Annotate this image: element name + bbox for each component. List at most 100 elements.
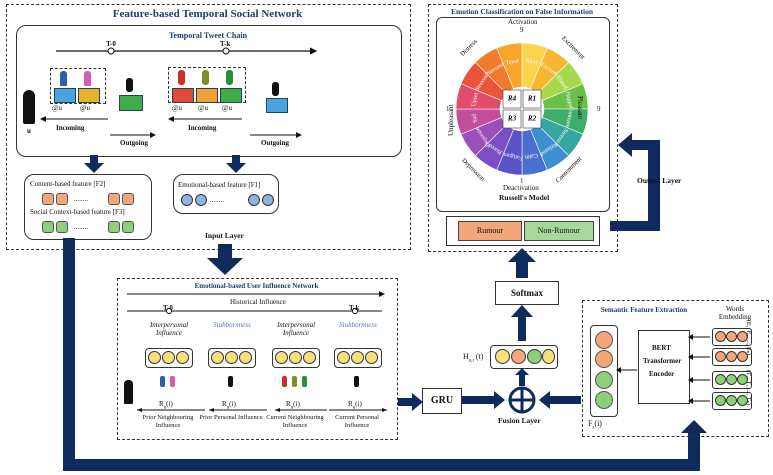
r-label: Ru(i) <box>286 400 300 411</box>
embedding-node <box>726 331 737 342</box>
quadrant-outer-label: Distress <box>459 38 479 58</box>
content-dots: ........ <box>74 195 88 203</box>
envelope-red-icon <box>172 88 194 103</box>
stubbornness-label: Stubbornness <box>213 321 251 329</box>
embedding-node <box>726 395 737 406</box>
user-u-label: u <box>27 127 31 135</box>
tweet-chain-diagram <box>56 47 318 55</box>
influence-node <box>225 351 238 364</box>
person-icon <box>170 376 175 387</box>
at-u-right-1: @u <box>172 104 182 112</box>
user-large-icon <box>23 90 35 124</box>
hui-node-1 <box>495 349 510 364</box>
embedding-node <box>726 374 737 385</box>
user-small-icon-2 <box>272 82 279 96</box>
influence-tk-label: T-k <box>349 304 360 312</box>
pleasant-label: Pleasant <box>576 96 584 120</box>
outgoing-arrow-middle <box>110 132 156 138</box>
words-embedding-label: Words Embedding <box>710 305 760 321</box>
output-layer-arrow <box>610 133 660 231</box>
wheel-label: Alert <box>525 58 539 66</box>
fusion-plus-icon <box>508 386 536 414</box>
person-blue-icon <box>60 71 67 86</box>
influence-node <box>239 351 252 364</box>
emotional-node-4 <box>262 194 274 206</box>
influence-type-label: Prior Neighbouring Influence <box>142 414 194 429</box>
at-u-right-3: @u <box>222 104 232 112</box>
embedding-node <box>737 351 748 362</box>
person-icon <box>160 376 165 387</box>
r-label: Ru(i) <box>159 400 173 411</box>
outgoing-label-middle: Outgoing <box>120 139 149 147</box>
region-box <box>502 109 522 129</box>
social-feature-node-3 <box>108 221 120 233</box>
wheel-label: Happy <box>564 91 573 108</box>
person-red-icon <box>178 70 185 85</box>
influence-type-label: Prior Personal Influence <box>199 414 263 421</box>
envelope-yellow-icon <box>78 88 100 103</box>
r-label: Ru(i) <box>348 400 362 411</box>
deactivation-one: 1 <box>520 177 524 185</box>
hui-label: Hu,i (t) <box>463 352 484 364</box>
incoming-arrow-right <box>168 116 242 122</box>
influence-node <box>337 351 350 364</box>
embedding-node <box>737 331 748 342</box>
influence-node <box>176 351 189 364</box>
envelope-green-icon <box>119 95 143 111</box>
incoming-arrow-left <box>40 116 108 122</box>
envelope-green2-icon <box>220 88 242 103</box>
embedding-node <box>715 374 726 385</box>
region-label: R3 <box>507 115 517 123</box>
influence-node <box>211 351 224 364</box>
fusion-up-arrow <box>515 368 529 386</box>
non-rumour-box: Non-Rumour <box>524 221 594 241</box>
temporal-tweet-chain-title: Temporal Tweet Chain <box>168 31 248 40</box>
wheel-label: Tense <box>505 58 520 67</box>
content-feature-node-3 <box>108 193 120 205</box>
hui-up-arrow <box>511 305 533 341</box>
emotional-node-1 <box>181 194 193 206</box>
fs-label-text: F <box>588 419 593 428</box>
person-icon <box>302 376 307 387</box>
at-u-label: @u <box>52 104 62 112</box>
person-icon <box>228 376 233 387</box>
activation-label: Activation <box>508 18 538 26</box>
softmax-box: Softmax <box>495 281 559 305</box>
input-layer-top-arrow <box>207 244 243 275</box>
envelope-blue-icon <box>54 88 76 103</box>
input-layer-top-label: Input Layer <box>205 231 244 240</box>
semantic-panel <box>582 300 769 437</box>
bert-to-feature-arrow <box>616 367 637 373</box>
gru-to-fusion-arrow <box>462 391 505 409</box>
incoming-label-right: Incoming <box>188 124 217 132</box>
chain-tk-label: T-k <box>220 40 231 48</box>
emotional-dots: ........ <box>210 196 224 204</box>
softmax-up-arrow <box>508 248 536 278</box>
chain-t0-label: T-0 <box>106 40 116 48</box>
input-layer-bottom-label: Input Layer <box>500 448 542 457</box>
words-embedding-text: Words Embedding <box>718 305 752 321</box>
region-box <box>502 89 522 109</box>
embedding-formula-top: (E₁, E₂, ..., Eₙ) <box>745 320 751 356</box>
wheel-segment <box>496 42 523 90</box>
region-label: R4 <box>507 95 517 103</box>
embedding-node <box>715 351 726 362</box>
stubbornness-label: Stubbornness <box>339 321 377 329</box>
hui-node-3 <box>527 349 542 364</box>
wheel-label: Upset <box>471 92 480 107</box>
pleasant-nine: 9 <box>597 105 601 113</box>
bert-encoder-box <box>638 330 690 404</box>
social-feature-label: Social Context-based feature [F3] <box>30 208 125 216</box>
wheel-label: Sad <box>471 113 479 123</box>
embedding-node <box>715 395 726 406</box>
content-feature-node-4 <box>122 193 134 205</box>
social-feature-node-4 <box>122 221 134 233</box>
emotion-title: Emotion Classification on False Informat… <box>450 7 594 16</box>
influence-to-gru-arrow <box>398 393 423 411</box>
wheel-label: Contented <box>563 106 574 131</box>
envelope-orange-icon <box>196 88 218 103</box>
semantic-node-4 <box>595 391 613 409</box>
unpleasant-one: 1 <box>446 105 450 113</box>
embedding-arrows <box>688 334 710 404</box>
influence-t0-label: T-0 <box>163 304 173 312</box>
